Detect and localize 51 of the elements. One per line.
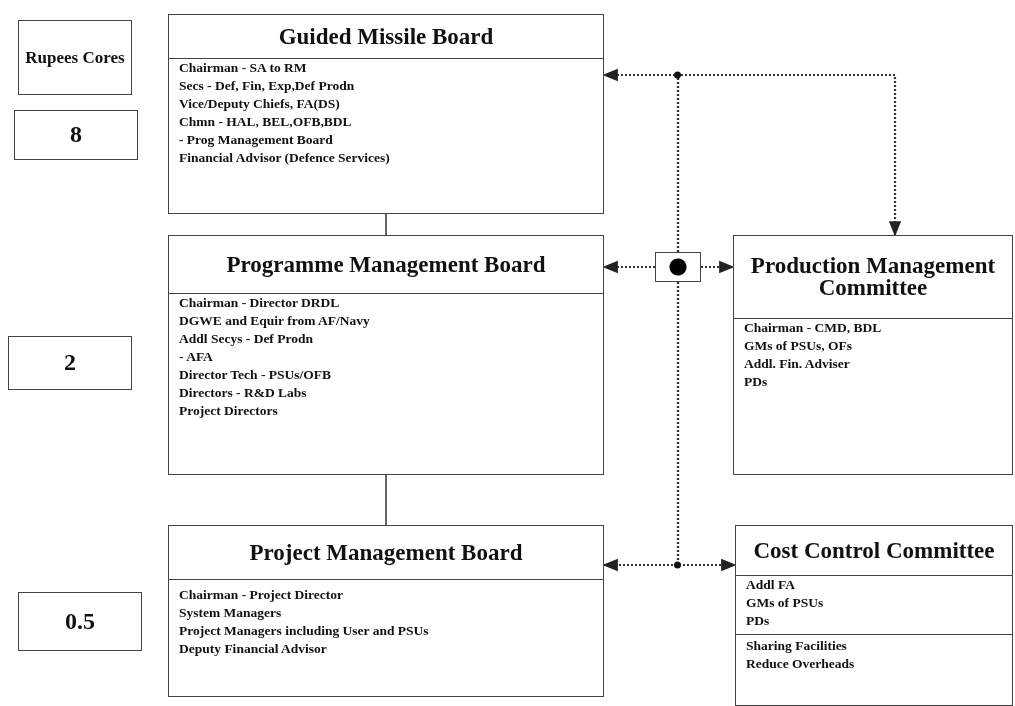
member-line: Chairman - Director DRDL bbox=[178, 294, 341, 312]
amount-text: 8 bbox=[70, 121, 82, 149]
member-line: Chairman - CMD, BDL bbox=[743, 319, 883, 337]
board-box bbox=[168, 525, 604, 697]
member-line: GMs of PSUs bbox=[745, 594, 825, 612]
dotted-arrow bbox=[701, 260, 735, 274]
amount-text: 0.5 bbox=[65, 607, 95, 636]
member-line: Deputy Financial Advisor bbox=[178, 640, 328, 658]
member-line: DGWE and Equir from AF/Navy bbox=[178, 312, 371, 330]
dotted-arrow bbox=[602, 260, 655, 274]
board-title: Guided Missile Board bbox=[169, 15, 603, 59]
value-box bbox=[18, 592, 142, 651]
connector-line bbox=[385, 213, 387, 236]
member-line: Reduce Overheads bbox=[745, 655, 856, 673]
member-line: - Prog Management Board bbox=[178, 131, 334, 149]
board-box bbox=[733, 235, 1013, 475]
member-line: Chairman - SA to RM bbox=[178, 59, 308, 77]
value-box bbox=[14, 110, 138, 160]
dotted-arrow bbox=[676, 73, 902, 252]
member-line: Project Directors bbox=[178, 402, 279, 420]
board-box bbox=[168, 14, 604, 214]
amount-text: 2 bbox=[64, 349, 76, 377]
member-line: Project Managers including User and PSUs bbox=[178, 622, 429, 640]
member-line: Addl FA bbox=[745, 576, 796, 594]
member-line: Director Tech - PSUs/OFB bbox=[178, 366, 333, 384]
amount-text: Rupees Cores bbox=[25, 47, 125, 68]
board-box bbox=[735, 525, 1013, 706]
value-box bbox=[18, 20, 132, 95]
member-line: PDs bbox=[743, 373, 769, 391]
board-title: Cost Control Committee bbox=[736, 526, 1012, 576]
member-line: Secs - Def, Fin, Exp,Def Prodn bbox=[178, 77, 356, 95]
board-box bbox=[168, 235, 604, 475]
member-line: GMs of PSUs, OFs bbox=[743, 337, 853, 355]
board-title: Production Management Committee bbox=[734, 236, 1012, 319]
member-line: Chmn - HAL, BEL,OFB,BDL bbox=[178, 113, 353, 131]
member-line: Addl. Fin. Adviser bbox=[743, 355, 851, 373]
value-box bbox=[8, 336, 132, 390]
board-title: Project Management Board bbox=[169, 526, 603, 580]
member-line: - AFA bbox=[178, 348, 214, 366]
connector-line bbox=[385, 474, 387, 526]
member-line: Chairman - Project Director bbox=[178, 586, 345, 604]
member-line: Addl Secys - Def Prodn bbox=[178, 330, 314, 348]
junction-box bbox=[655, 252, 701, 282]
member-line: Financial Advisor (Defence Services) bbox=[178, 149, 391, 167]
member-line: Vice/Deputy Chiefs, FA(DS) bbox=[178, 95, 341, 113]
board-title: Programme Management Board bbox=[169, 236, 603, 294]
member-line: Directors - R&D Labs bbox=[178, 384, 308, 402]
member-line: System Managers bbox=[178, 604, 283, 622]
member-line: PDs bbox=[745, 612, 771, 630]
dotted-arrow bbox=[676, 282, 737, 572]
member-line: Sharing Facilities bbox=[745, 637, 848, 655]
